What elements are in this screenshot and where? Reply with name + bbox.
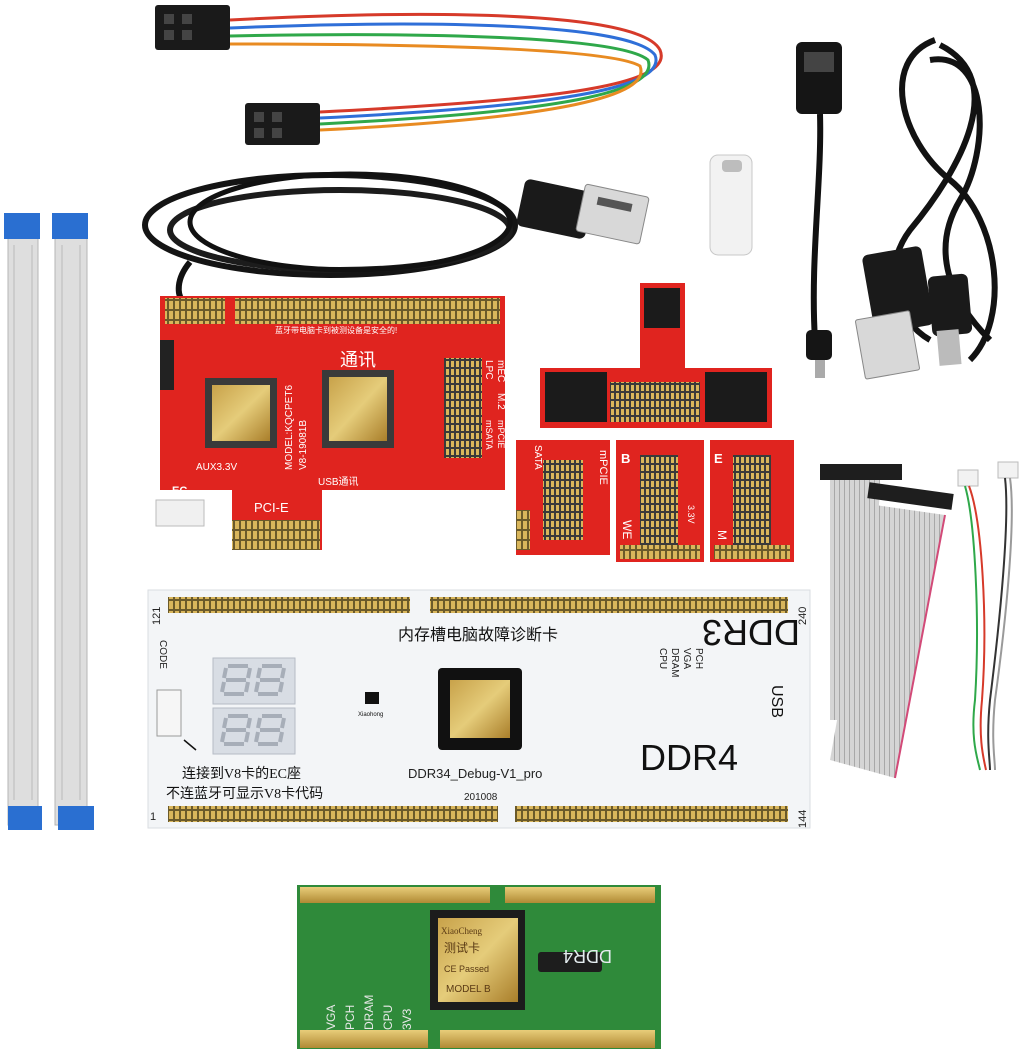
usb-comm-label: USB通讯: [318, 476, 359, 488]
b-key-label: B: [621, 451, 630, 466]
sodimm-pch-label: PCH: [343, 1005, 357, 1030]
pcie-label: PCI-E: [254, 500, 289, 515]
pch-label: PCH: [693, 648, 704, 669]
sodimm-ddr4-label: DDR4: [563, 946, 612, 966]
lpc-header: [444, 358, 482, 458]
seven-segment-display: [212, 657, 296, 755]
ribbon-cables: [820, 464, 954, 779]
sodimm-3v3-label: 3V3: [400, 1008, 414, 1030]
ddr-pins-top-right: [430, 597, 788, 613]
usb-c-adapter: [709, 154, 753, 256]
e-m-key-adapter: E M: [710, 440, 794, 562]
pin-1-label: 1: [150, 811, 156, 823]
t-adapter-board: [540, 283, 772, 428]
mpcie-label: mPCIE: [496, 420, 506, 449]
b-key-adapter: B WE 3.3V: [616, 440, 704, 562]
msata-label: mSATA: [484, 420, 494, 450]
adapter-mpcie-label: mPCIE: [597, 450, 609, 485]
chip-brand-label: XiaoCheng: [441, 926, 482, 936]
ddr-card-title-cn: 内存槽电脑故障诊断卡: [398, 626, 558, 644]
lpc-label: LPC: [483, 360, 494, 379]
sodimm-vga-label: VGA: [324, 1005, 338, 1030]
usb-c-adapter-icon: [709, 154, 753, 256]
pci-model-label: MODEL:KQCPET6: [284, 385, 295, 470]
cpu-label: CPU: [657, 648, 668, 669]
we-label: WE: [620, 520, 634, 539]
sata-label: SATA: [532, 445, 543, 470]
ddr-pins-bottom-right: [515, 806, 788, 822]
ddr-debug-card: 121 240 1 144 内存槽电脑故障诊断卡 DDR3 DDR4 CODE …: [147, 589, 811, 829]
ec-connector: [155, 499, 205, 527]
brand-logo: [365, 692, 379, 704]
pin-121-label: 121: [151, 607, 163, 625]
m2-label: M.2: [495, 393, 506, 410]
sodimm-debug-card: XiaoCheng 测试卡 CE Passed MODEL B DDR4 VGA…: [297, 885, 661, 1049]
pcie-gold-fingers: [232, 520, 320, 550]
ffc-flex-cable-icon: [4, 213, 94, 830]
pci-gold-fingers-left: [165, 298, 225, 324]
vga-label: VGA: [681, 648, 692, 669]
usb-otg-cable-icon: [796, 37, 998, 380]
svg-text:Xiaohong: Xiaohong: [358, 712, 383, 718]
aux-label: AUX3.3V: [196, 462, 237, 473]
pci-gold-fingers-top: [235, 298, 500, 324]
ddr-pins-top-left: [168, 597, 410, 613]
pin-240-label: 240: [797, 607, 809, 625]
mec-label: mEC: [495, 360, 506, 382]
ddr3-label: DDR3: [702, 612, 800, 653]
usb-label: USB: [768, 685, 785, 718]
usb-cable: [142, 171, 650, 302]
usb-otg-cable: [796, 37, 998, 380]
pci-comm-label: 通讯: [340, 350, 376, 370]
code-label: CODE: [157, 640, 168, 669]
ffc-flex-cables: [4, 213, 94, 830]
chip-model-label: MODEL B: [446, 984, 491, 995]
ddr4-label: DDR4: [640, 737, 738, 778]
ec-label: EC: [172, 485, 187, 497]
jst-wire-cable: [957, 461, 1019, 771]
arrow-icon: [183, 739, 197, 751]
chip-passed-label: CE Passed: [444, 964, 489, 974]
pci-version-label: V8-19081B: [298, 420, 309, 470]
e-key-label: E: [714, 451, 723, 466]
sodimm-cpu-label: CPU: [381, 1005, 395, 1030]
m-key-label: M: [715, 530, 729, 540]
dupont-wire-harness: [155, 5, 663, 145]
sata-mpcie-adapter: SATA mPCIE: [516, 440, 610, 555]
pin-144-label: 144: [797, 810, 809, 828]
dupont-wire-harness-icon: [155, 5, 663, 145]
pci-debug-card: 蓝牙带电脑卡到被测设备是安全的! 通讯 MODEL:KQCPET6 V8-190…: [155, 296, 506, 550]
sodimm-usb-connector: [538, 952, 602, 972]
usb-cable-icon: [142, 171, 650, 302]
dram-label: DRAM: [669, 648, 680, 677]
pci-card-title: 蓝牙带电脑卡到被测设备是安全的!: [275, 325, 397, 335]
connect-note: 连接到V8卡的EC座: [182, 765, 301, 782]
date-code-label: 201008: [464, 792, 498, 803]
sodimm-dram-label: DRAM: [362, 995, 376, 1030]
bluetooth-note: 不连蓝牙可显示V8卡代码: [166, 786, 323, 802]
ec-socket: [156, 689, 182, 737]
debug-model-label: DDR34_Debug-V1_pro: [408, 766, 542, 781]
chip-cn-label: 测试卡: [444, 940, 480, 955]
ddr-pins-bottom-left: [168, 806, 498, 822]
adapter-33v-label: 3.3V: [686, 505, 696, 524]
